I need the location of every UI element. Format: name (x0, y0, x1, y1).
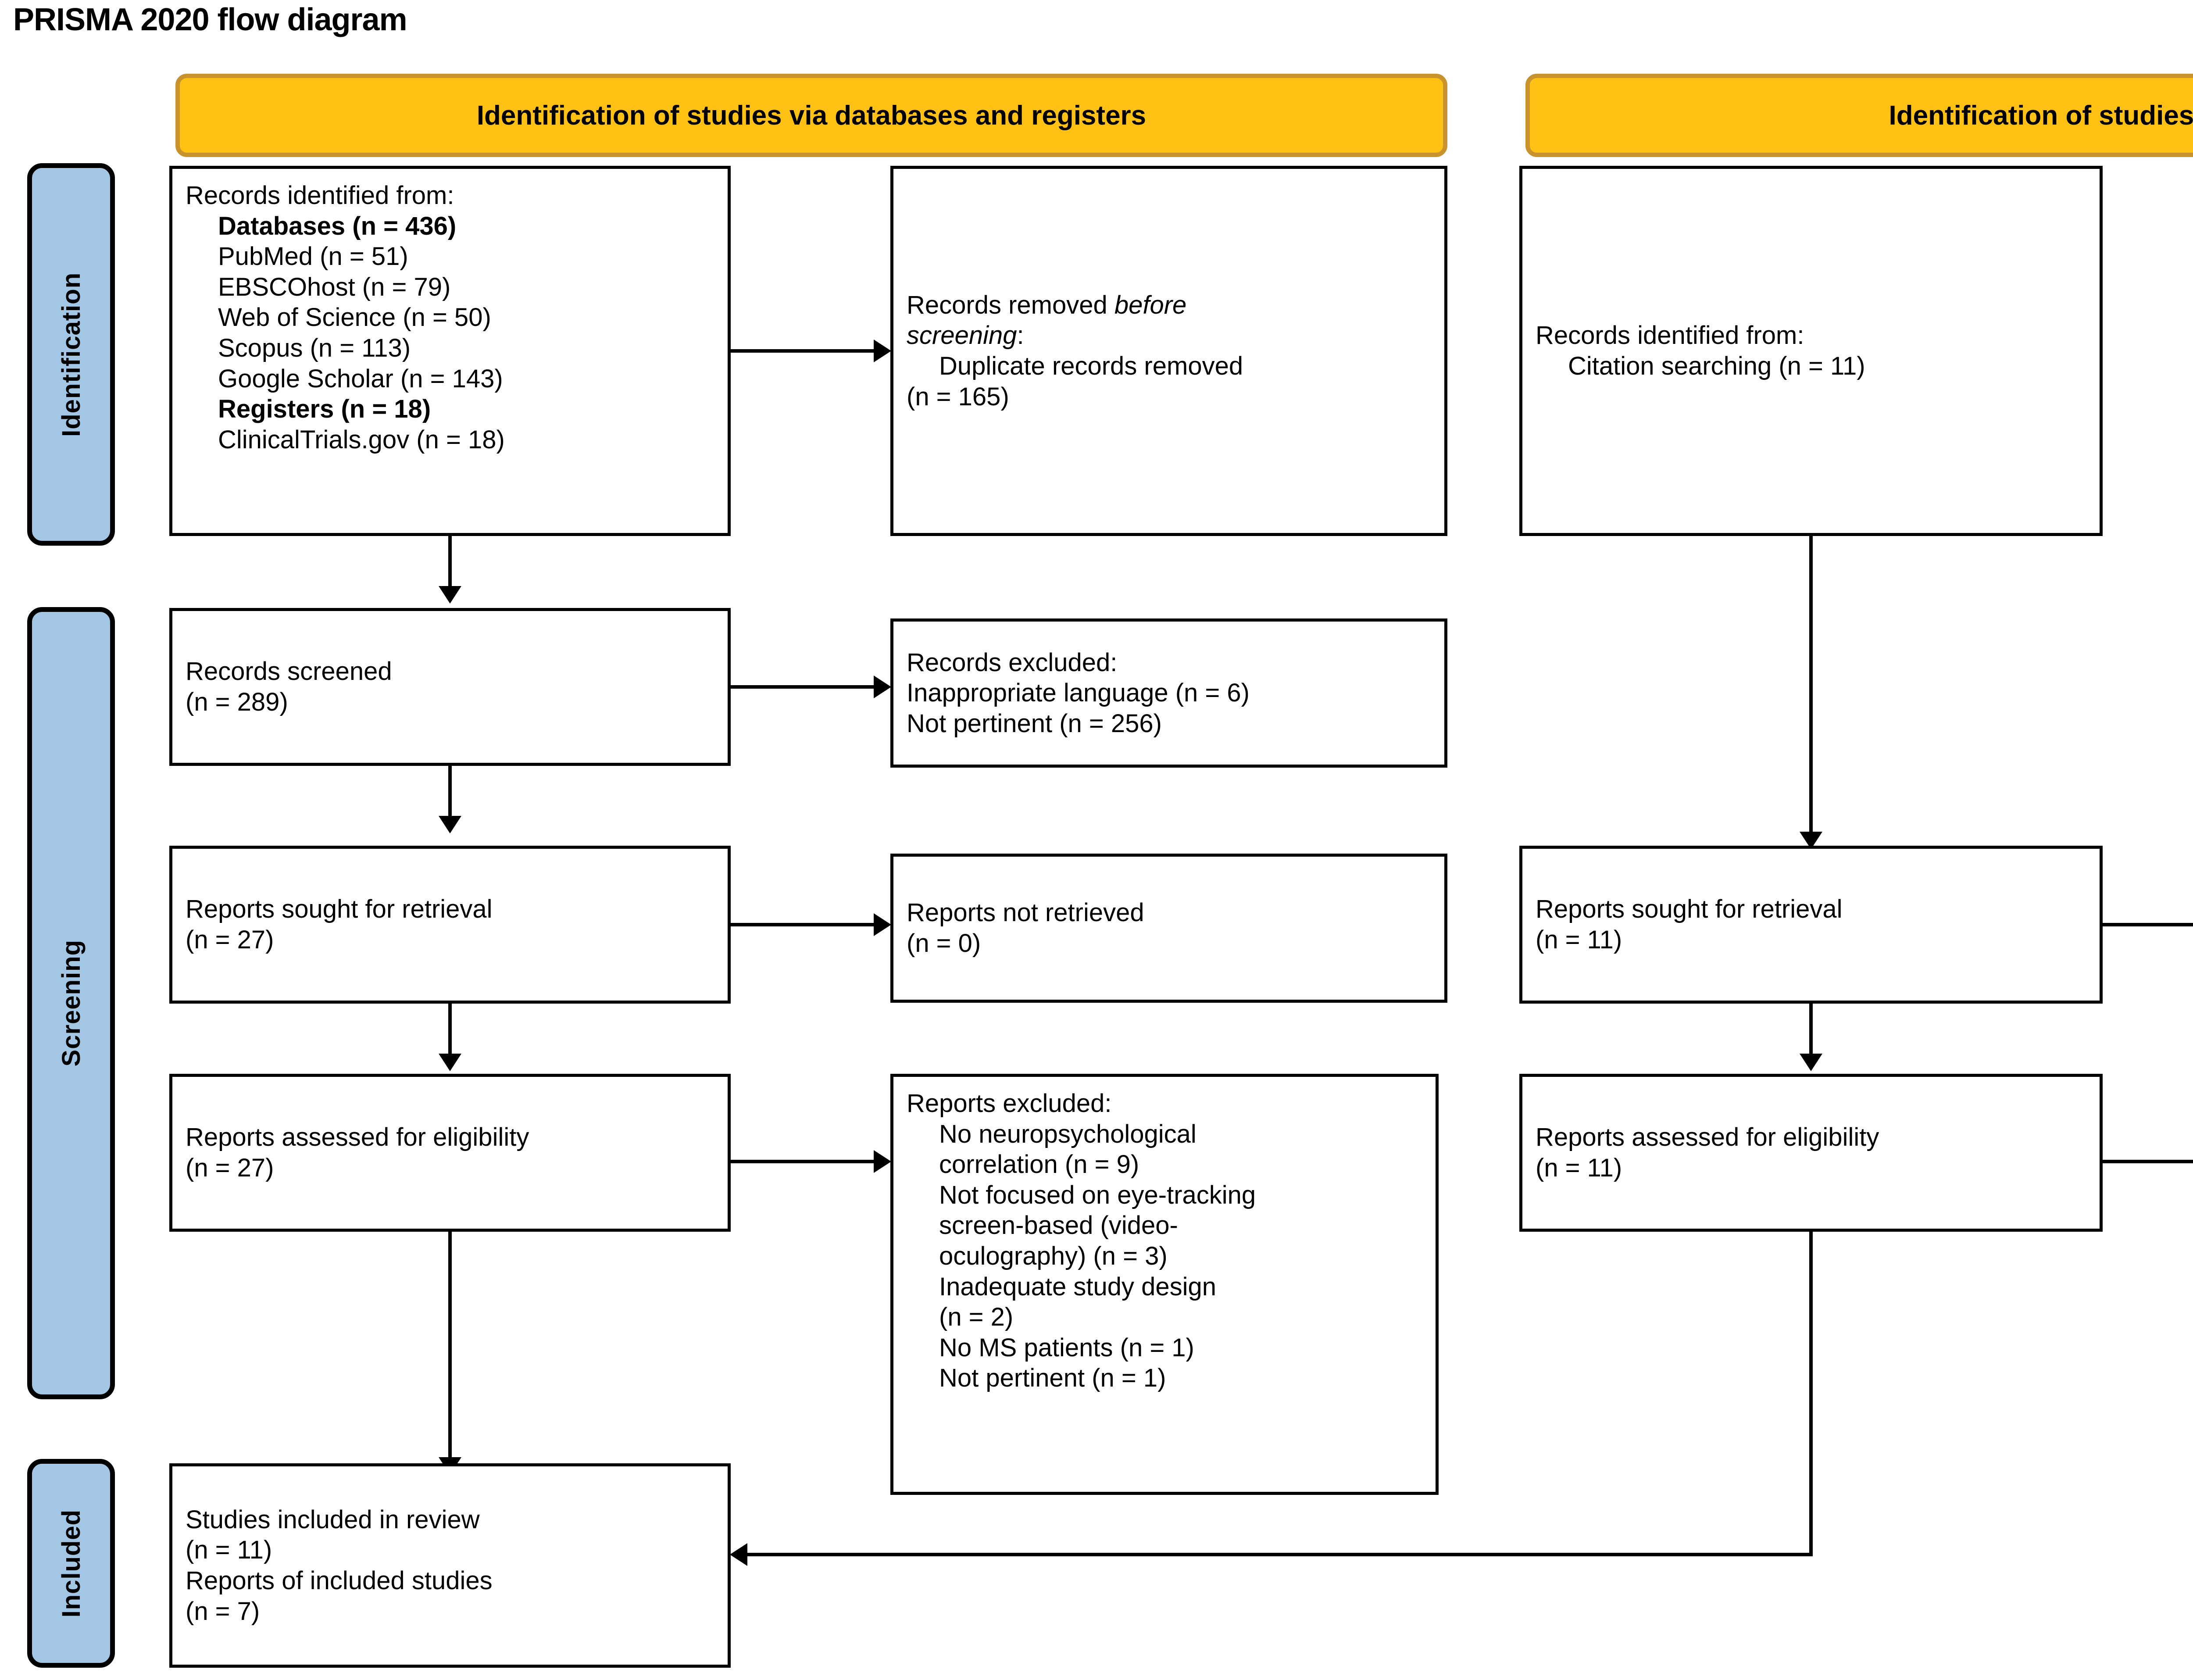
stage-header-databases: Identification of studies via databases … (175, 74, 1447, 157)
reports-excluded-db-line-10: Not pertinent (n = 1) (939, 1364, 1166, 1393)
phase-label-identification: Identification (27, 163, 115, 546)
connector-assessed-db-to-excluded (731, 1160, 875, 1163)
records-identified-db-line-2: Databases (n = 436) (218, 211, 457, 240)
studies-included-line-1: Studies included in review (186, 1505, 480, 1534)
reports-assessed-other-line-1: Reports assessed for eligibility (1536, 1123, 1879, 1152)
records-identified-db-line-3: PubMed (n = 51) (218, 242, 408, 271)
connector-sought-other-to-assessed (1809, 1004, 1813, 1056)
records-identified-db-line-1: Records identified from: (186, 181, 454, 210)
records-identified-db-line-9: ClinicalTrials.gov (n = 18) (218, 425, 505, 454)
records-removed-line-2-b: screening (907, 321, 1017, 350)
phase-label-screening: Screening (27, 607, 115, 1399)
reports-sought-db-line-2: (n = 27) (186, 926, 274, 954)
records-identified-db-line-4: EBSCOhost (n = 79) (218, 272, 451, 301)
records-identified-other-line-2: Citation searching (n = 11) (1568, 352, 1865, 380)
records-removed-line-2: screening: (907, 320, 1431, 351)
records-excluded-line-1: Records excluded: (907, 648, 1118, 677)
box-reports-not-retrieved-databases: Reports not retrieved (n = 0) (890, 854, 1447, 1003)
reports-excluded-db-line-8: (n = 2) (939, 1303, 1014, 1332)
reports-sought-other-line-1: Reports sought for retrieval (1536, 895, 1843, 924)
connector-assessed-db-to-included (448, 1232, 452, 1460)
records-removed-line-1-b: before (1114, 290, 1187, 319)
arrowhead-identified-to-screened (439, 586, 461, 604)
records-identified-db-line-7: Google Scholar (n = 143) (218, 364, 503, 393)
studies-included-line-3: Reports of included studies (186, 1566, 493, 1595)
box-reports-assessed-other: Reports assessed for eligibility (n = 11… (1519, 1074, 2103, 1232)
records-identified-other-line-1: Records identified from: (1536, 321, 1804, 350)
records-identified-db-line-8: Registers (n = 18) (218, 395, 431, 424)
reports-assessed-db-line-2: (n = 27) (186, 1154, 274, 1182)
records-removed-line-2-a: : (1017, 321, 1024, 350)
reports-sought-db-line-1: Reports sought for retrieval (186, 895, 493, 924)
connector-identified-to-screened (448, 536, 452, 589)
box-reports-sought-databases: Reports sought for retrieval (n = 27) (169, 846, 731, 1004)
reports-assessed-other-line-2: (n = 11) (1536, 1154, 1622, 1182)
studies-included-line-2: (n = 11) (186, 1536, 272, 1565)
box-reports-sought-other: Reports sought for retrieval (n = 11) (1519, 846, 2103, 1004)
records-excluded-line-3: Not pertinent (n = 256) (907, 709, 1162, 738)
studies-included-line-4: (n = 7) (186, 1597, 260, 1626)
connector-assessed-other-to-excluded (2103, 1160, 2193, 1163)
reports-not-retrieved-db-line-1: Reports not retrieved (907, 898, 1144, 927)
connector-screened-to-sought (448, 766, 452, 819)
records-excluded-line-2: Inappropriate language (n = 6) (907, 679, 1250, 708)
stage-header-other-methods-label: Identification of studies via other meth… (1889, 100, 2193, 131)
phase-label-screening-text: Screening (57, 940, 86, 1067)
arrowhead-sought-db-to-assessed (439, 1054, 461, 1071)
connector-sought-db-to-not-retrieved (731, 923, 875, 926)
connector-identified-to-removed (731, 349, 875, 353)
records-screened-line-1: Records screened (186, 657, 392, 686)
reports-sought-other-line-2: (n = 11) (1536, 926, 1622, 954)
reports-excluded-db-line-5: screen-based (video- (939, 1211, 1178, 1240)
records-screened-line-2: (n = 289) (186, 688, 288, 716)
connector-sought-db-to-assessed (448, 1004, 452, 1056)
box-records-identified-databases: Records identified from: Databases (n = … (169, 166, 731, 536)
reports-excluded-db-line-7: Inadequate study design (939, 1272, 1217, 1301)
connector-screened-to-excluded (731, 685, 875, 689)
connector-assessed-other-drop (1809, 1232, 1813, 1556)
box-records-identified-other: Records identified from: Citation search… (1519, 166, 2103, 536)
arrowhead-screened-to-excluded (874, 676, 891, 698)
reports-assessed-db-line-1: Reports assessed for eligibility (186, 1123, 529, 1152)
reports-excluded-db-line-2: No neuropsychological (939, 1119, 1197, 1148)
records-removed-line-3: Duplicate records removed (939, 352, 1243, 380)
box-reports-assessed-databases: Reports assessed for eligibility (n = 27… (169, 1074, 731, 1232)
page-title: PRISMA 2020 flow diagram (13, 2, 407, 37)
reports-not-retrieved-db-line-2: (n = 0) (907, 929, 981, 958)
records-identified-db-line-6: Scopus (n = 113) (218, 333, 411, 362)
records-identified-db-line-5: Web of Science (n = 50) (218, 303, 491, 332)
arrowhead-screened-to-sought (439, 816, 461, 833)
box-reports-excluded-databases: Reports excluded: No neuropsychological … (890, 1074, 1439, 1495)
phase-label-included-text: Included (57, 1509, 86, 1618)
stage-header-databases-label: Identification of studies via databases … (476, 100, 1147, 131)
reports-excluded-db-line-9: No MS patients (n = 1) (939, 1333, 1194, 1362)
records-removed-line-1-a: Records removed (907, 290, 1114, 319)
arrowhead-assessed-db-to-excluded (874, 1150, 891, 1173)
box-records-excluded: Records excluded: Inappropriate language… (890, 618, 1447, 768)
arrowhead-identified-to-removed (874, 340, 891, 362)
reports-excluded-db-line-1: Reports excluded: (907, 1089, 1112, 1118)
stage-header-other-methods: Identification of studies via other meth… (1525, 74, 2193, 157)
reports-excluded-db-line-6: oculography) (n = 3) (939, 1241, 1168, 1270)
box-records-removed-before-screening: Records removed before screening: Duplic… (890, 166, 1447, 536)
box-studies-included: Studies included in review (n = 11) Repo… (169, 1463, 731, 1668)
arrowhead-sought-other-to-assessed (1800, 1054, 1822, 1071)
box-records-screened: Records screened (n = 289) (169, 608, 731, 766)
connector-sought-other-to-not-retrieved (2103, 923, 2193, 926)
records-removed-line-4: (n = 165) (907, 382, 1009, 411)
phase-label-identification-text: Identification (57, 272, 86, 437)
connector-other-identified-to-sought (1809, 536, 1813, 834)
arrowhead-sought-db-to-not-retrieved (874, 913, 891, 936)
connector-assessed-other-to-included (746, 1553, 1813, 1556)
reports-excluded-db-line-4: Not focused on eye-tracking (939, 1180, 1256, 1209)
phase-label-included: Included (27, 1459, 115, 1668)
reports-excluded-db-line-3: correlation (n = 9) (939, 1150, 1139, 1179)
arrowhead-assessed-other-to-included (730, 1543, 747, 1566)
records-removed-line-1: Records removed before (907, 290, 1431, 321)
